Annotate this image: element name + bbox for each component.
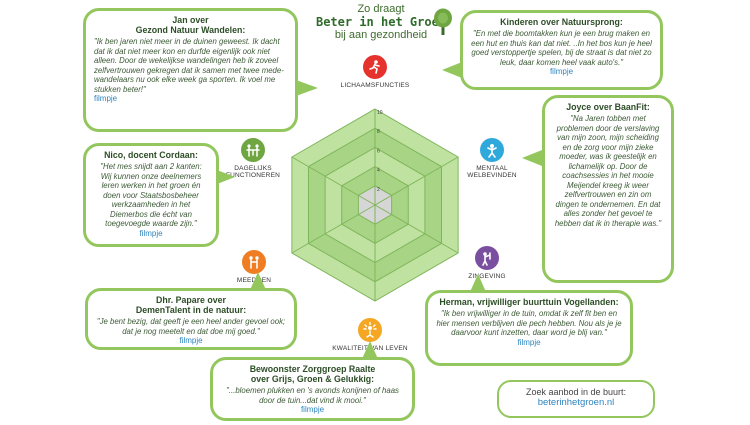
category-zingeving: ZINGEVING [462, 246, 512, 280]
bubble-heading: Joyce over BaanFit: [566, 102, 650, 112]
people-table-icon [241, 138, 265, 162]
bubble-tail [470, 274, 486, 292]
search-nearby-label: Zoek aanbod in de buurt: [525, 387, 627, 397]
title-line-2: Beter in het Groen [315, 15, 447, 29]
filmpje-link[interactable]: filmpje [179, 336, 203, 346]
radar-diagram: 10 8 6 4 2 [291, 108, 459, 302]
bubble-heading: Kinderen over Natuursprong: [500, 17, 623, 27]
radar-tick-label: 2 [377, 187, 380, 193]
category-lichaamsfuncties: LICHAAMSFUNCTIES [335, 55, 415, 89]
tree-icon [434, 8, 452, 35]
quote-bubble-joyce: Joyce over BaanFit: "Na Jaren tobben met… [542, 95, 674, 283]
category-mentaal-welbevinden: MENTAAL WELBEVINDEN [462, 138, 522, 179]
quote-bubble-nico: Nico, docent Cordaan: "Het mes snijdt aa… [83, 143, 219, 247]
radar-spoke [374, 156, 459, 206]
category-label: LICHAAMSFUNCTIES [340, 82, 410, 89]
filmpje-link[interactable]: filmpje [94, 94, 118, 104]
bubble-heading: Dhr. Papare over DemenTalent in de natuu… [135, 295, 247, 316]
quote-bubble-kinderen: Kinderen over Natuursprong: "En met die … [460, 10, 663, 90]
radar-tick-label: 8 [377, 129, 380, 135]
person-thinking-icon [480, 138, 504, 162]
radar-spoke [291, 156, 376, 206]
bubble-quote: "Je bent bezig, dat geeft je een heel an… [96, 317, 286, 336]
bubble-quote: "En met die boomtakken kun je een brug m… [471, 29, 652, 67]
sun-person-icon [358, 318, 382, 342]
quote-bubble-jan: Jan over Gezond Natuur Wandelen: "Ik ben… [83, 8, 298, 132]
bubble-quote: "Na Jaren tobben met problemen door de v… [554, 114, 662, 228]
page-title: Zo draagt Beter in het Groen bij aan gez… [296, 3, 466, 41]
bubble-heading: Herman, vrijwilliger buurttuin Vogelland… [439, 297, 619, 307]
radar-tick-label: 4 [377, 168, 380, 174]
filmpje-link[interactable]: filmpje [139, 228, 163, 238]
bubble-heading: Nico, docent Cordaan: [104, 150, 198, 160]
radar-tick-label: 6 [377, 148, 380, 154]
radar-spoke [291, 204, 376, 254]
filmpje-link[interactable]: filmpje [549, 67, 574, 77]
quote-bubble-herman: Herman, vrijwilliger buurttuin Vogelland… [425, 290, 633, 366]
search-nearby-box[interactable]: Zoek aanbod in de buurt: beterinhetgroen… [497, 380, 655, 418]
filmpje-link[interactable]: filmpje [517, 337, 541, 347]
category-label: DAGELIJKS FUNCTIONEREN [225, 165, 281, 180]
bubble-tail [442, 62, 462, 78]
title-line-1: Zo draagt [357, 3, 405, 15]
category-label: ZINGEVING [468, 273, 506, 280]
website-link[interactable]: beterinhetgroen.nl [537, 397, 615, 408]
filmpje-link[interactable]: filmpje [300, 405, 325, 415]
bubble-quote: "Ik ben vrijwilliger in de tuin, omdat i… [436, 309, 622, 338]
quote-bubble-raalte: Bewoonster Zorggroep Raalte over Grijs, … [210, 357, 415, 421]
bubble-quote: "...bloemen plukken en 's avonds konijne… [226, 386, 399, 405]
running-person-icon [363, 55, 387, 79]
bubble-heading: Jan over Gezond Natuur Wandelen: [135, 15, 246, 36]
radar-tick-label: 10 [377, 110, 383, 116]
bubble-tail [250, 272, 266, 290]
radar-spoke [374, 204, 459, 254]
two-people-icon [242, 250, 266, 274]
bubble-tail [522, 150, 542, 166]
bubble-quote: "Ik ben jaren niet meer in de duinen gew… [94, 37, 284, 94]
quote-bubble-papare: Dhr. Papare over DemenTalent in de natuu… [85, 288, 297, 350]
title-line-3: bij aan gezondheid [334, 29, 428, 41]
category-label: MENTAAL WELBEVINDEN [467, 165, 517, 180]
bubble-heading: Bewoonster Zorggroep Raalte over Grijs, … [249, 364, 376, 385]
bubble-quote: "Het mes snijdt aan 2 kanten: Wij kunnen… [100, 162, 202, 229]
person-helping-icon [475, 246, 499, 270]
bubble-tail [296, 80, 318, 96]
category-dagelijks-functioneren: DAGELIJKS FUNCTIONEREN [218, 138, 288, 179]
bubble-tail [362, 341, 378, 359]
bubble-tail [217, 170, 235, 184]
